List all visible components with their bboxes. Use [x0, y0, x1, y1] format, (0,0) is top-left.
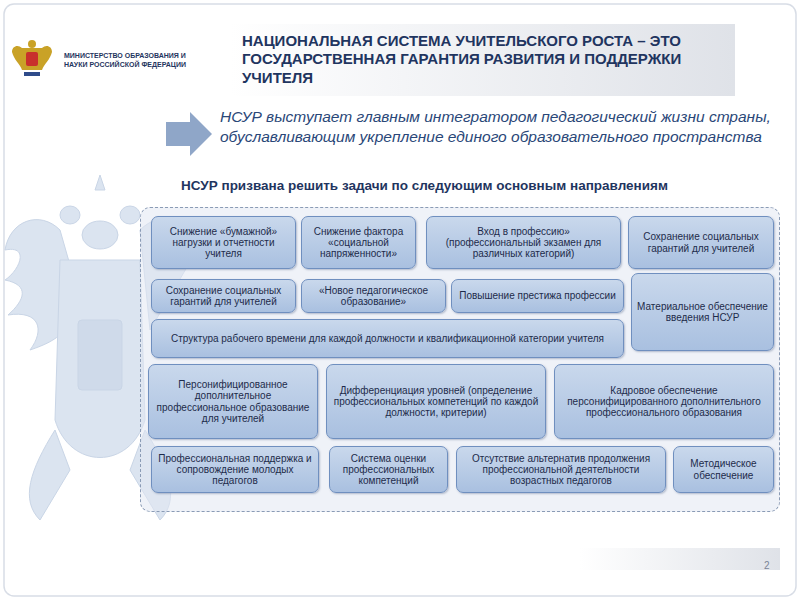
box-text: Вход в профессию» (профессиональный экза… [432, 226, 615, 260]
task-box: Дифференциация уровней (определение проф… [326, 364, 546, 439]
container-heading: НСУР призвана решить задачи по следующим… [181, 178, 781, 193]
slide-title: НАЦИОНАЛЬНАЯ СИСТЕМА УЧИТЕЛЬСКОГО РОСТА … [242, 32, 712, 87]
headline-arrow [166, 112, 212, 156]
task-box: Профессиональная поддержка и сопровожден… [151, 446, 319, 493]
task-box: Вход в профессию» (профессиональный экза… [426, 216, 621, 269]
box-text: Снижение «бумажной» нагрузки и отчетност… [157, 226, 290, 260]
box-text: Сохранение социальных гарантий для учите… [157, 285, 290, 307]
task-box: Сохранение социальных гарантий для учите… [151, 279, 296, 313]
task-box: «Новое педагогическое образование» [301, 279, 446, 313]
task-box: Сохранение социальных гарантий для учите… [628, 216, 774, 269]
headline-statement: НСУР выступает главным интегратором педа… [220, 107, 780, 147]
box-text: Система оценки профессиональных компетен… [335, 453, 442, 487]
box-text: «Новое педагогическое образование» [307, 285, 440, 307]
ministry-name: МИНИСТЕРСТВО ОБРАЗОВАНИЯ И НАУКИ РОССИЙС… [64, 52, 194, 70]
box-text: Структура рабочего времени для каждой до… [171, 333, 604, 344]
task-box: Персонифицированное дополнительное профе… [148, 364, 318, 439]
title-band [230, 24, 735, 96]
task-box: Повышение престижа профессии [451, 279, 624, 313]
box-text: Материальное обеспечение введения НСУР [637, 301, 768, 323]
task-box: Методическое обеспечение [673, 446, 774, 493]
footer-band [580, 548, 780, 570]
task-box: Кадровое обеспечение персонифицированног… [554, 364, 774, 439]
task-box: Система оценки профессиональных компетен… [329, 446, 448, 493]
box-text: Методическое обеспечение [679, 458, 768, 480]
box-text: Кадровое обеспечение персонифицированног… [560, 385, 768, 419]
box-text: Отсутствие альтернатив продолжения профе… [462, 453, 660, 487]
box-text: Персонифицированное дополнительное профе… [154, 379, 312, 424]
box-text: Снижение фактора «социальной напряженнос… [307, 226, 410, 260]
box-text: Сохранение социальных гарантий для учите… [634, 231, 768, 253]
box-text: Повышение престижа профессии [459, 290, 616, 301]
task-box: Отсутствие альтернатив продолжения профе… [456, 446, 666, 493]
ministry-logo [12, 40, 52, 76]
task-container: НСУР призвана решить задачи по следующим… [140, 207, 780, 512]
page-number: 2 [764, 560, 770, 571]
task-box: Структура рабочего времени для каждой до… [151, 319, 624, 358]
box-text: Профессиональная поддержка и сопровожден… [157, 453, 313, 487]
task-box: Снижение фактора «социальной напряженнос… [301, 216, 416, 269]
task-box: Материальное обеспечение введения НСУР [631, 273, 774, 351]
task-box: Снижение «бумажной» нагрузки и отчетност… [151, 216, 296, 269]
box-text: Дифференциация уровней (определение проф… [332, 385, 540, 419]
slide-frame [4, 4, 796, 596]
